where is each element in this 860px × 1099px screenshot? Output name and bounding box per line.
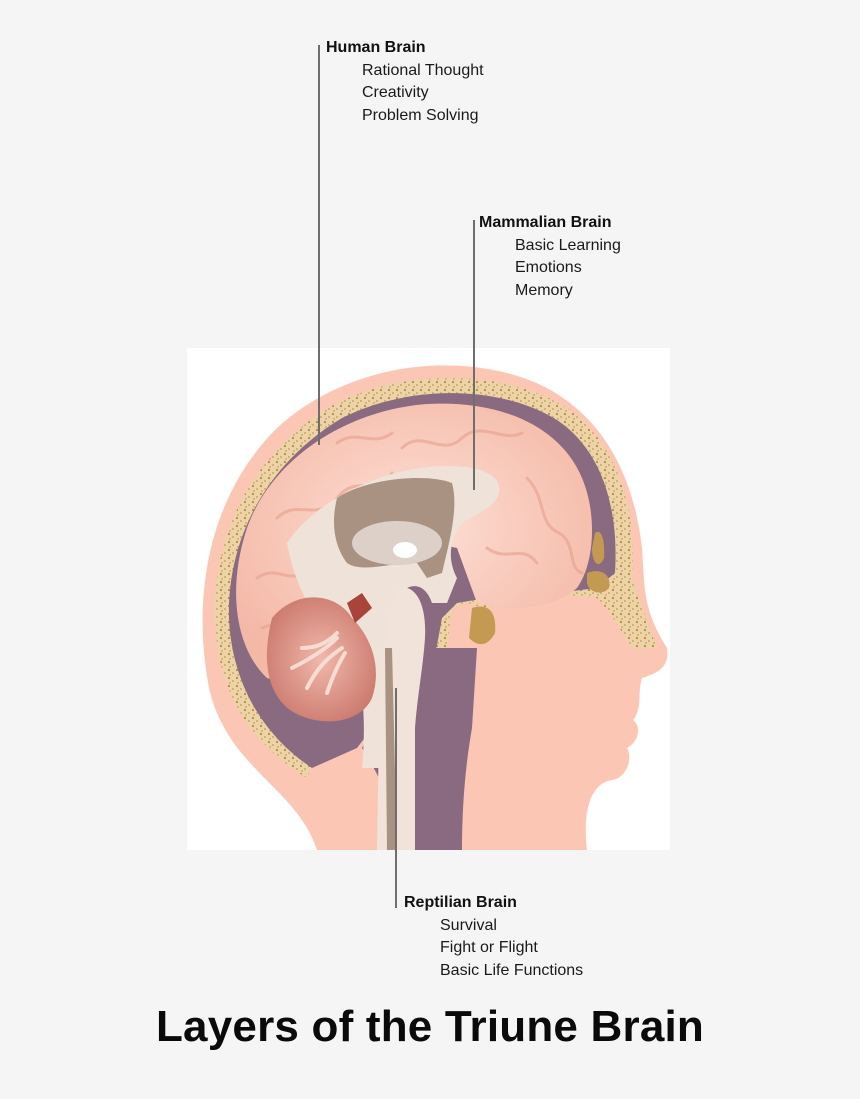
mammalian-brain-item: Memory: [515, 281, 573, 299]
human-brain-item: Problem Solving: [362, 106, 479, 124]
reptilian-brain-item: Survival: [440, 916, 497, 934]
human-brain-item: Rational Thought: [362, 61, 484, 79]
human-brain-leader-line: [318, 45, 320, 445]
mammalian-brain-label: Mammalian Brain Basic Learning Emotions …: [479, 212, 621, 302]
diagram-title: Layers of the Triune Brain: [155, 1002, 704, 1051]
mammalian-brain-title: Mammalian Brain: [479, 214, 612, 231]
reptilian-brain-item: Basic Life Functions: [440, 961, 584, 979]
human-brain-item: Creativity: [362, 84, 429, 101]
frontal-sinus: [592, 531, 605, 565]
reptilian-brain-leader-line: [395, 688, 397, 908]
reptilian-brain-title: Reptilian Brain: [404, 894, 517, 911]
brain-cross-section-illustration: [187, 348, 670, 850]
reptilian-brain-item: Fight or Flight: [440, 939, 538, 956]
mammalian-brain-item: Emotions: [515, 259, 582, 276]
thalamus: [352, 521, 442, 565]
sphenoid-sinus: [469, 606, 496, 645]
cerebrum: [236, 403, 593, 679]
cerebellum: [266, 597, 376, 722]
human-brain-title: Human Brain: [326, 39, 426, 56]
human-brain-label: Human Brain Rational Thought Creativity …: [326, 37, 484, 127]
mammalian-brain-item: Basic Learning: [515, 236, 621, 254]
reptilian-brain-label: Reptilian Brain Survival Fight or Flight…: [404, 892, 583, 982]
mammalian-brain-leader-line: [473, 220, 475, 490]
